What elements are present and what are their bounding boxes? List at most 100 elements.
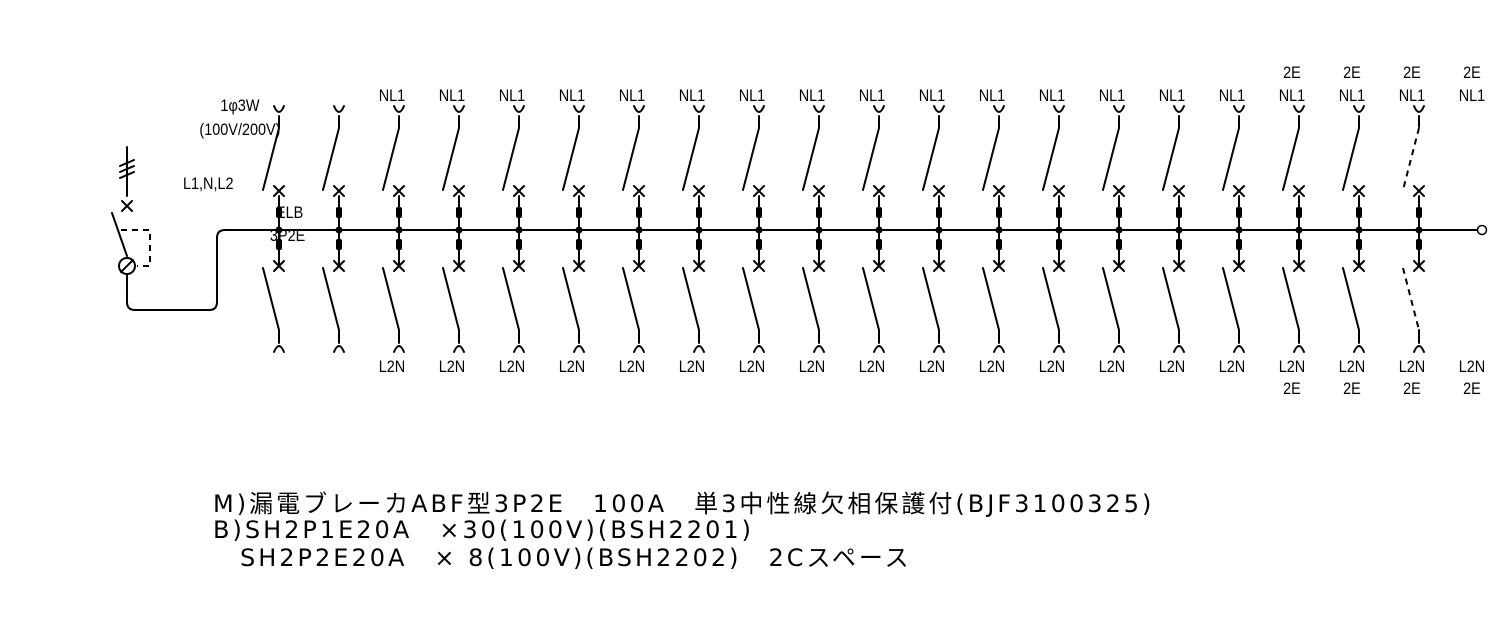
terminal-cup-icon [873, 105, 885, 113]
fuse-element-icon [396, 239, 402, 250]
switch-blade [562, 127, 580, 191]
branch-bottom-label: 2E [1403, 380, 1421, 398]
contact-x-icon [633, 185, 645, 197]
branch-top-label: NL1 [1279, 87, 1305, 105]
switch-blade [922, 127, 940, 191]
contact-x-icon [1053, 185, 1065, 197]
leakage-sensor-icon [118, 257, 136, 275]
contact-x-icon [813, 260, 825, 272]
fuse-element-icon [336, 239, 342, 250]
branch-bottom-label: L2N [1399, 358, 1425, 376]
branch-top-label: NL1 [1459, 87, 1485, 105]
switch-blade [622, 267, 640, 331]
fuse-element-icon [996, 207, 1002, 218]
terminal-cup-icon [1053, 105, 1065, 113]
contact-x-icon [933, 185, 945, 197]
fuse-element-icon [936, 239, 942, 250]
branch-bottom-label: 2E [1343, 380, 1361, 398]
branch-bottom-label: L2N [1459, 358, 1485, 376]
fuse-element-icon [1416, 239, 1422, 250]
contact-x-icon [573, 185, 585, 197]
fuse-element-icon [1356, 239, 1362, 250]
bus-junction-icon [455, 226, 463, 234]
fuse-element-icon [396, 207, 402, 218]
branch-top-label: NL1 [799, 87, 825, 105]
terminal-cup-icon [813, 105, 825, 113]
switch-blade [1042, 127, 1060, 191]
branch-top-label: 2E [1463, 64, 1481, 82]
switch-blade [802, 267, 820, 331]
terminal-cap-icon [1353, 345, 1365, 353]
branch-bottom-label: L2N [619, 358, 645, 376]
fuse-element-icon [1356, 207, 1362, 218]
terminal-cup-icon [273, 105, 285, 113]
note-branch-breakers-2e: SH2P2E20A × 8(100V)(BSH2202) 2Cスペース [213, 544, 912, 572]
bus-junction-icon [1115, 226, 1123, 234]
contact-x-icon [1413, 185, 1425, 197]
branch-top-label: NL1 [1219, 87, 1245, 105]
terminal-cap-icon [1173, 345, 1185, 353]
bus-junction-icon [635, 226, 643, 234]
contact-x-icon [1413, 260, 1425, 272]
branch-top-label: NL1 [1159, 87, 1185, 105]
switch-blade [982, 267, 1000, 331]
contact-x-icon [1113, 260, 1125, 272]
fuse-element-icon [276, 207, 282, 218]
fuse-element-icon [456, 239, 462, 250]
fuse-element-icon [1116, 207, 1122, 218]
switch-blade [622, 127, 640, 191]
switch-blade [322, 267, 340, 331]
branch-bottom-label: L2N [739, 358, 765, 376]
bus-junction-icon [935, 226, 943, 234]
contact-x-icon [873, 260, 885, 272]
contact-x-icon [753, 185, 765, 197]
switch-blade [742, 127, 760, 191]
terminal-cap-icon [813, 345, 825, 353]
branch-top-label: 2E [1283, 64, 1301, 82]
terminal-cup-icon [573, 105, 585, 113]
branch-circuits: NL1L2NNL1L2NNL1L2NNL1L2NNL1L2NNL1L2NNL1L… [262, 64, 1485, 398]
three-wire-tick-icon [119, 159, 135, 179]
contact-x-icon [333, 260, 345, 272]
contact-x-icon [273, 185, 285, 197]
bus-junction-icon [1235, 226, 1243, 234]
fuse-element-icon [516, 239, 522, 250]
bus-junction-icon [575, 226, 583, 234]
switch-blade [1102, 127, 1120, 191]
fuse-element-icon [936, 207, 942, 218]
branch-top-label: NL1 [499, 87, 525, 105]
terminal-cup-icon [693, 105, 705, 113]
branch-bottom-label: L2N [1159, 358, 1185, 376]
main-breaker: 1φ3W (100V/200V) L1,N,L2 ELB 3P2E [111, 97, 1488, 311]
fuse-element-icon [1176, 207, 1182, 218]
branch-top-label: NL1 [1339, 87, 1365, 105]
branch-bottom-label: L2N [1339, 358, 1365, 376]
switch-blade [442, 127, 460, 191]
switch-blade [862, 267, 880, 331]
switch-blade [1102, 267, 1120, 331]
terminal-cap-icon [693, 345, 705, 353]
fuse-element-icon [1236, 207, 1242, 218]
fuse-element-icon [516, 207, 522, 218]
fuse-element-icon [1296, 207, 1302, 218]
branch-top-label: NL1 [1399, 87, 1425, 105]
fuse-element-icon [816, 207, 822, 218]
contact-x-icon [993, 260, 1005, 272]
bus-junction-icon [1175, 226, 1183, 234]
branch-bottom-label: L2N [799, 358, 825, 376]
note-main-breaker: M)漏電ブレーカABF型3P2E 100A 単3中性線欠相保護付(BJF3100… [213, 490, 1154, 518]
switch-blade [802, 127, 820, 191]
bus-junction-icon [995, 226, 1003, 234]
switch-blade [502, 267, 520, 331]
contact-x-icon [1353, 185, 1365, 197]
fuse-element-icon [1296, 239, 1302, 250]
